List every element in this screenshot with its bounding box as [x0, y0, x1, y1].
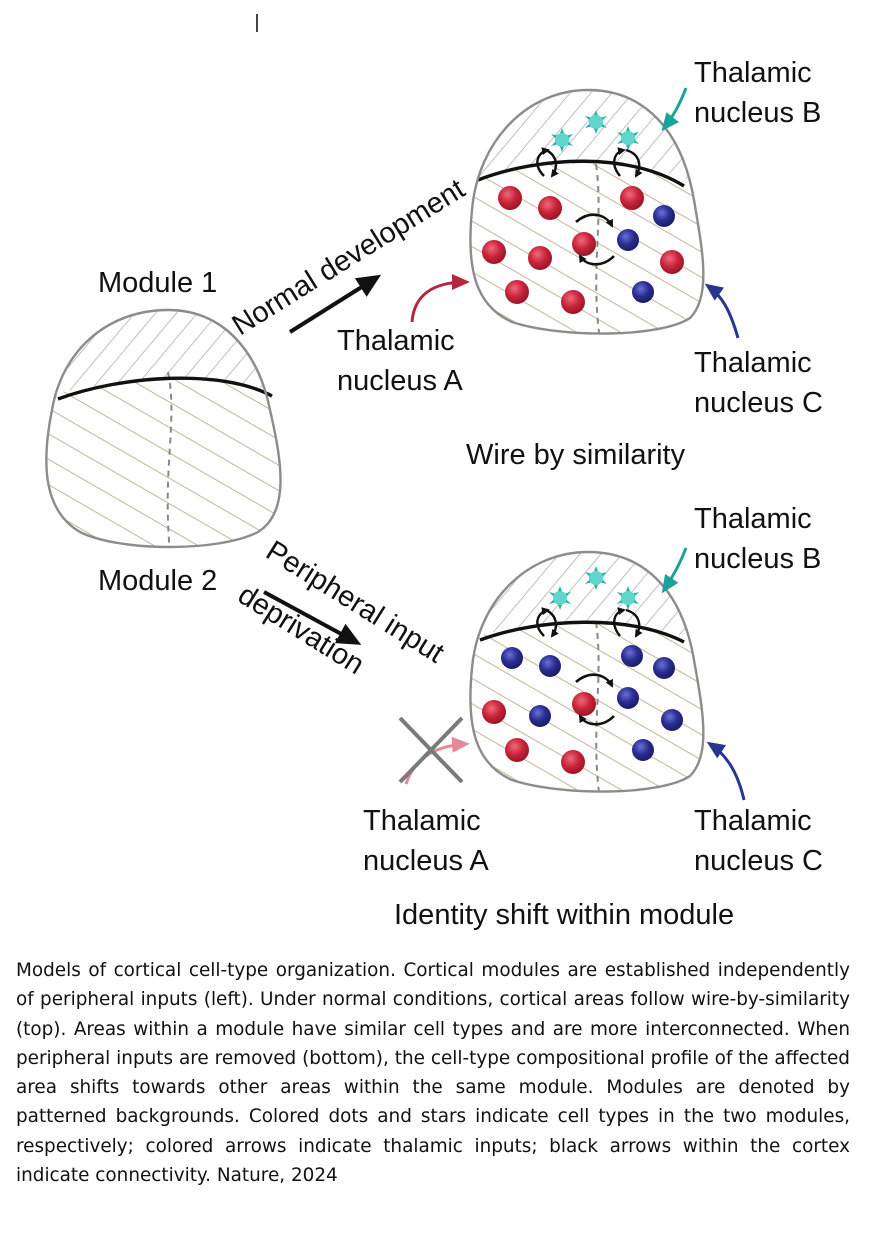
curved-arrow-icon [575, 213, 614, 228]
curved-arrow-icon [625, 608, 643, 638]
normal-development-label: Normal development [227, 173, 471, 342]
thalamic-c-arrow [704, 283, 740, 339]
figure-caption: Models of cortical cell-type organizatio… [16, 956, 850, 1190]
left-module-dome [45, 308, 282, 549]
cell-dot [482, 240, 506, 264]
top-thalamic-c-label-line2: nucleus C [694, 387, 823, 419]
cell-dot [620, 186, 644, 210]
cell-dot [653, 205, 675, 227]
cell-dot [501, 647, 523, 669]
cell-dot [572, 692, 596, 716]
top-thalamic-a-label-line1: Thalamic [337, 325, 455, 357]
top-thalamic-b-label-line1: Thalamic [694, 57, 812, 89]
caption-text: Models of cortical cell-type organizatio… [16, 960, 850, 1187]
curved-arrow-icon [613, 607, 626, 637]
module-boundary-line [57, 376, 273, 401]
bottom-thalamic-c-label-line2: nucleus C [694, 845, 823, 877]
bottom-outcome-dome [469, 550, 705, 793]
cell-dot [529, 705, 551, 727]
thalamic-a-arrow [410, 274, 470, 323]
cell-dot [561, 290, 585, 314]
module-1-label: Module 1 [98, 267, 217, 299]
curved-arrow-icon [578, 254, 615, 266]
bottom-thalamic-a-label-line2: nucleus A [363, 845, 489, 877]
cell-dot [617, 229, 639, 251]
curved-arrow-icon [625, 148, 643, 178]
bottom-thalamic-a-label-line1: Thalamic [363, 805, 481, 837]
cell-dot [617, 687, 639, 709]
thalamic-b-arrow [661, 87, 688, 132]
cell-dot [538, 196, 562, 220]
thalamic-c-arrow [706, 741, 746, 801]
bottom-thalamic-c-label-line1: Thalamic [694, 805, 812, 837]
cell-dot [482, 700, 506, 724]
top-thalamic-a-label-line2: nucleus A [337, 365, 463, 397]
module-2-label: Module 2 [98, 565, 217, 597]
cell-dot [621, 645, 643, 667]
cell-dot [632, 739, 654, 761]
deprivation-arrow [263, 590, 362, 645]
cell-dot [661, 709, 683, 731]
cell-dot [539, 655, 561, 677]
curved-arrow-icon [613, 147, 626, 177]
top-thalamic-b-label-line2: nucleus B [694, 97, 821, 129]
module-diagram: Module 1 Module 2 Normal development Per… [45, 14, 823, 931]
curved-arrow-icon [545, 148, 559, 178]
curved-arrow-icon [575, 673, 614, 688]
curved-arrow-icon [578, 714, 615, 726]
top-outcome-dome [469, 88, 705, 335]
top-outcome-label: Wire by similarity [466, 439, 686, 471]
cell-dot [561, 750, 585, 774]
cell-dot [498, 186, 522, 210]
thalamic-b-arrow [661, 547, 688, 594]
cross-icon [398, 716, 464, 784]
cell-dot [653, 657, 675, 679]
cell-dot [505, 280, 529, 304]
bottom-thalamic-b-label-line2: nucleus B [694, 543, 821, 575]
bottom-outcome-label: Identity shift within module [394, 899, 734, 931]
cell-dot [505, 738, 529, 762]
normal-development-arrow [288, 274, 382, 334]
cell-dot [528, 246, 552, 270]
caption-source: Nature, 2024 [216, 1165, 338, 1187]
cell-dot [572, 232, 596, 256]
cell-dot [660, 250, 684, 274]
curved-arrow-icon [545, 608, 559, 638]
cell-dot [632, 281, 654, 303]
bottom-thalamic-b-label-line1: Thalamic [694, 503, 812, 535]
top-thalamic-c-label-line1: Thalamic [694, 347, 812, 379]
